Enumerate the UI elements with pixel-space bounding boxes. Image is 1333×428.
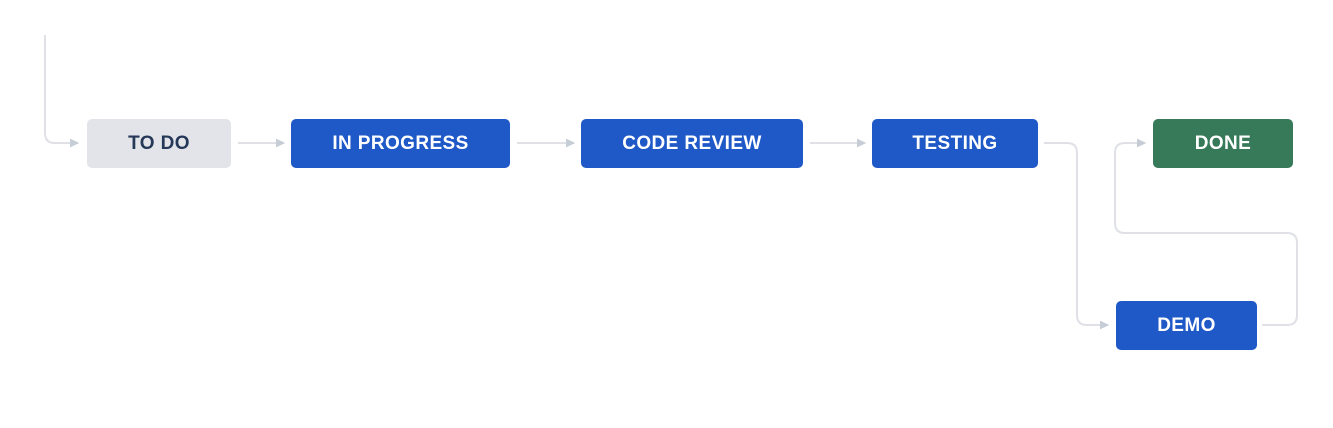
status-label-in-progress: IN PROGRESS xyxy=(332,132,469,154)
status-node-done[interactable]: DONE xyxy=(1153,119,1293,168)
status-node-todo[interactable]: TO DO xyxy=(87,119,231,168)
status-node-in-progress[interactable]: IN PROGRESS xyxy=(291,119,510,168)
status-label-code-review: CODE REVIEW xyxy=(622,132,762,154)
status-label-testing: TESTING xyxy=(912,132,998,154)
status-label-done: DONE xyxy=(1194,132,1252,154)
status-node-testing[interactable]: TESTING xyxy=(872,119,1038,168)
transition-demo-to-done xyxy=(1114,138,1298,326)
status-node-code-review[interactable]: CODE REVIEW xyxy=(581,119,803,168)
status-label-todo: TO DO xyxy=(128,132,190,154)
status-node-demo[interactable]: DEMO xyxy=(1116,301,1257,350)
status-label-demo: DEMO xyxy=(1157,314,1216,336)
transition-testing-to-demo xyxy=(1044,142,1110,330)
transition-start-to-todo xyxy=(44,35,80,148)
